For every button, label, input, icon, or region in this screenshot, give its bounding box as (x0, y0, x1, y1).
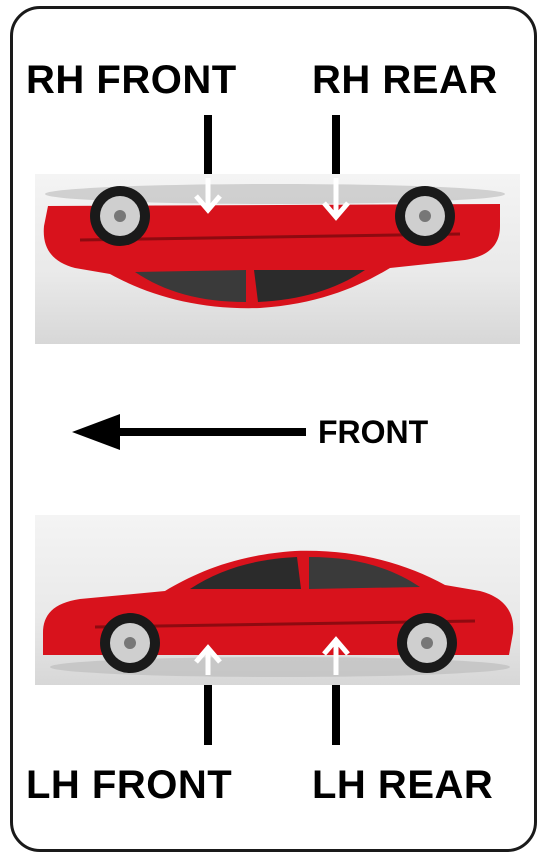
lh-front-white-arrow-icon (196, 648, 220, 675)
lh-rear-white-arrow-icon (324, 640, 348, 675)
lh-rear-label: LH REAR (312, 765, 493, 805)
lh-front-label: LH FRONT (26, 765, 232, 805)
